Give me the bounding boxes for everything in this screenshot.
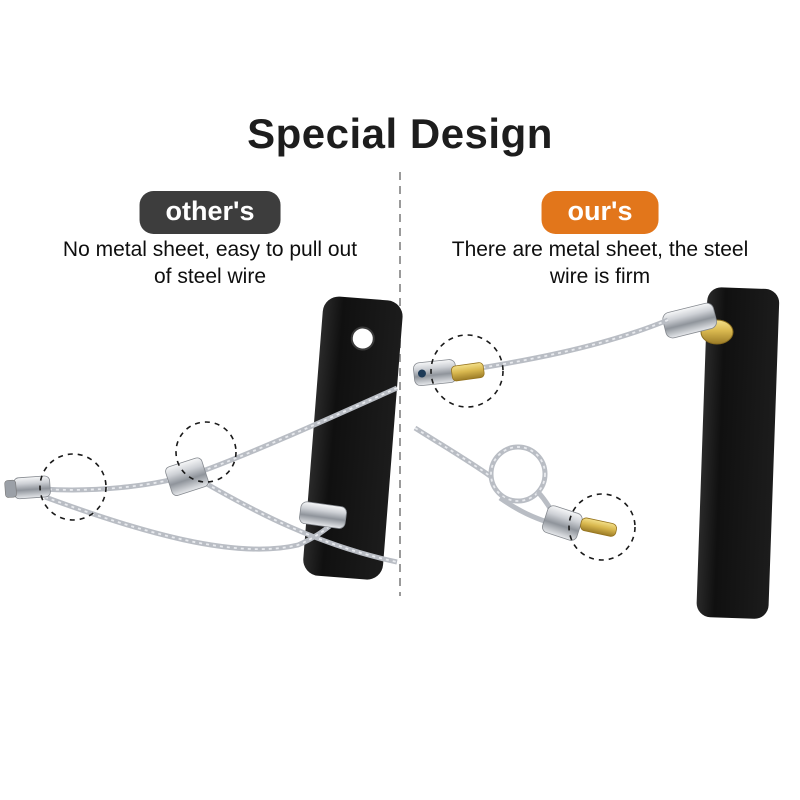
device-side-ferrule (299, 501, 347, 529)
right-product-photo (413, 287, 780, 619)
middle-ferrule (165, 457, 209, 496)
page-title: Special Design (247, 110, 553, 157)
highlight-circle-icon (430, 334, 504, 408)
left-product-photo (4, 296, 403, 580)
highlight-circle-icon (175, 421, 237, 483)
loop-ferrule (542, 505, 583, 541)
others-caption-line1: No metal sheet, easy to pull out (62, 238, 358, 261)
others-caption: No metal sheet, easy to pull out of stee… (20, 237, 400, 291)
top-ferrule (662, 302, 717, 339)
ours-caption-line1: There are metal sheet, the steel (451, 238, 749, 261)
right-top-wire (454, 317, 669, 375)
right-loop-wire (413, 425, 559, 526)
device-hole (351, 327, 374, 350)
left-steel-wires (41, 385, 399, 565)
highlight-circle-icon (39, 453, 107, 521)
brass-pin (580, 517, 617, 537)
ours-caption-line2: wire is firm (549, 264, 651, 288)
highlight-circle-icon (568, 493, 636, 561)
others-badge: other's (139, 191, 281, 234)
left-end-ferrule (4, 475, 51, 500)
sheet-ferrule (413, 359, 457, 387)
others-caption-line2: of steel wire (153, 264, 267, 288)
ours-badge: our's (541, 191, 659, 234)
brass-metal-sheet (451, 362, 485, 382)
right-black-device (696, 287, 780, 619)
ours-caption: There are metal sheet, the steel wire is… (410, 237, 790, 291)
